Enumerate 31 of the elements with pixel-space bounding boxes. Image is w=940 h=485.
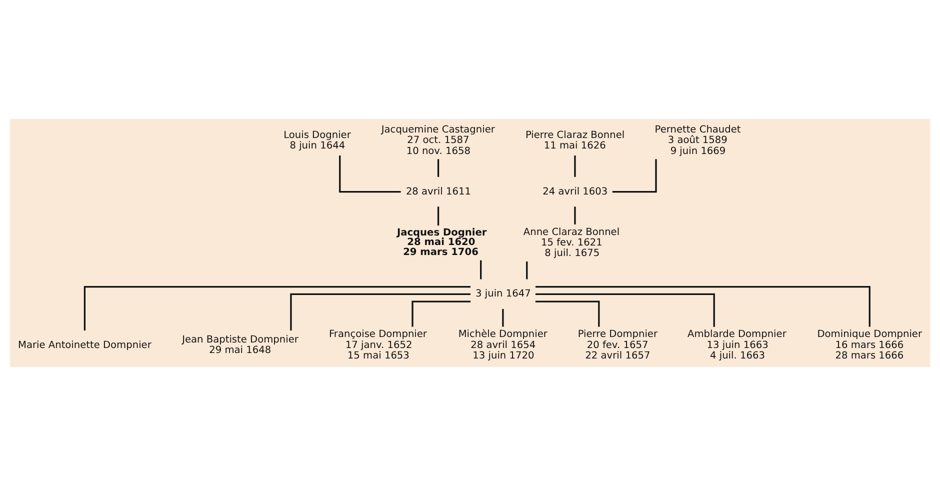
node-text: Marie Antoinette Dompnier <box>18 339 152 350</box>
connector <box>535 292 715 326</box>
node-text: Jacquemine Castagnier 27 oct. 1587 10 nov. 1658 <box>381 124 495 156</box>
connector <box>84 285 470 330</box>
connector <box>412 300 471 326</box>
node-text: Jacques Dognier 28 mai 1620 29 mars 1706 <box>396 226 487 258</box>
connector <box>535 300 600 326</box>
node-text: Dominique Dompnier 16 mars 1666 28 mars 1666 <box>817 328 922 361</box>
node-text: Pernette Chaudet 3 août 1589 9 juin 1669 <box>654 124 741 156</box>
node-text: Pierre Claraz Bonnel 11 mai 1626 <box>525 129 625 152</box>
connector <box>437 158 440 176</box>
node-text: 28 avril 1611 <box>406 186 471 197</box>
node-text: Anne Claraz Bonnel 15 fev. 1621 8 juil. 1675 <box>523 226 620 259</box>
node-text: Amblarde Dompnier 13 juin 1663 4 juil. 1663 <box>688 328 786 361</box>
node-text: Françoise Dompnier 17 janv. 1652 15 mai 1653 <box>329 328 427 361</box>
node-text: Pierre Dompnier 20 fev. 1657 22 avril 1657 <box>578 328 658 361</box>
node-text: Louis Dognier 8 juin 1644 <box>284 129 351 152</box>
node-text: Michèle Dompnier 28 avril 1654 13 juin 1720 <box>458 328 548 361</box>
connector <box>290 292 471 330</box>
connector <box>480 260 482 279</box>
node-text: 24 avril 1603 <box>542 186 608 197</box>
connector <box>574 206 576 224</box>
node-text: Jean Baptiste Dompnier 29 mai 1648 <box>182 334 298 356</box>
connector <box>612 158 657 192</box>
connector <box>339 155 401 192</box>
connector <box>502 308 504 326</box>
connector <box>437 206 440 226</box>
node-text: 3 juin 1647 <box>476 288 531 300</box>
connector <box>526 260 528 279</box>
connector <box>574 155 576 176</box>
connector <box>535 285 870 326</box>
